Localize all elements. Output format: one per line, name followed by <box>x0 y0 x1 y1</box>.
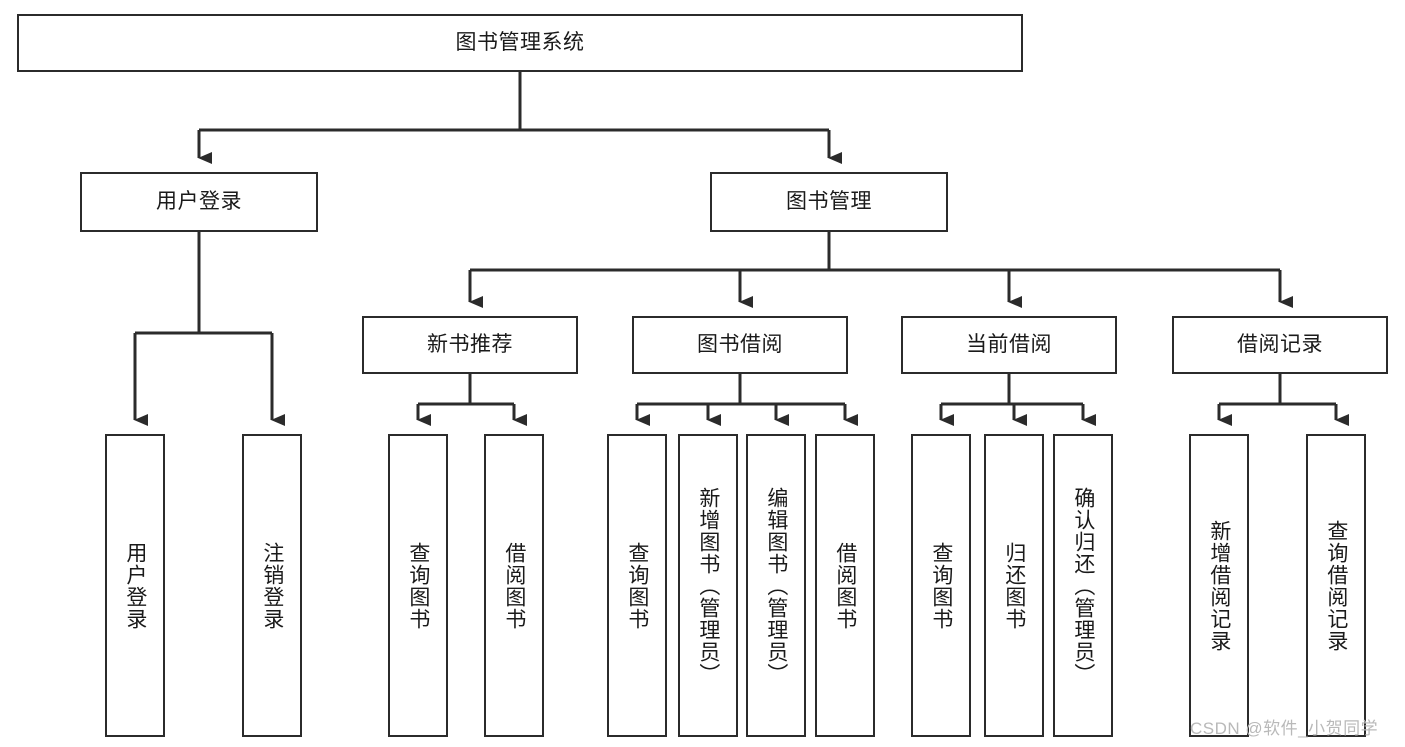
node-leaf-query-book-rec[interactable]: 查询图书 <box>388 434 448 737</box>
csdn-watermark: CSDN @软件_小贺同学 <box>1190 719 1379 738</box>
node-leaf-add-record[interactable]: 新增借阅记录 <box>1189 434 1249 737</box>
node-leaf-borrow-book-b-label: 借阅图书 <box>833 541 857 630</box>
node-leaf-add-book-label: 新增图书（管理员） <box>696 486 720 685</box>
node-book-borrow-label: 图书借阅 <box>697 332 783 356</box>
node-leaf-query-record[interactable]: 查询借阅记录 <box>1306 434 1366 737</box>
node-leaf-query-book-b-label: 查询图书 <box>625 541 649 630</box>
node-leaf-borrow-book-b[interactable]: 借阅图书 <box>815 434 875 737</box>
node-leaf-query-book-c[interactable]: 查询图书 <box>911 434 971 737</box>
node-leaf-query-book-rec-label: 查询图书 <box>406 541 430 630</box>
node-leaf-return-book-label: 归还图书 <box>1002 541 1026 630</box>
node-leaf-user-login[interactable]: 用户登录 <box>105 434 165 737</box>
node-leaf-user-logout[interactable]: 注销登录 <box>242 434 302 737</box>
node-leaf-query-record-label: 查询借阅记录 <box>1324 519 1348 652</box>
node-borrow-record[interactable]: 借阅记录 <box>1172 316 1388 374</box>
node-leaf-query-book-c-label: 查询图书 <box>929 541 953 630</box>
node-root-label: 图书管理系统 <box>455 30 585 54</box>
node-root[interactable]: 图书管理系统 <box>17 14 1023 72</box>
node-leaf-return-book[interactable]: 归还图书 <box>984 434 1044 737</box>
node-leaf-query-book-b[interactable]: 查询图书 <box>607 434 667 737</box>
node-book-borrow[interactable]: 图书借阅 <box>632 316 848 374</box>
node-user-login[interactable]: 用户登录 <box>80 172 318 232</box>
node-leaf-borrow-book-rec-label: 借阅图书 <box>502 541 526 630</box>
node-user-login-label: 用户登录 <box>156 189 242 213</box>
node-new-book-rec[interactable]: 新书推荐 <box>362 316 578 374</box>
node-leaf-edit-book[interactable]: 编辑图书（管理员） <box>746 434 806 737</box>
node-current-borrow[interactable]: 当前借阅 <box>901 316 1117 374</box>
node-leaf-add-book[interactable]: 新增图书（管理员） <box>678 434 738 737</box>
node-leaf-user-login-label: 用户登录 <box>123 541 147 630</box>
node-leaf-edit-book-label: 编辑图书（管理员） <box>764 486 788 685</box>
node-leaf-add-record-label: 新增借阅记录 <box>1207 519 1231 652</box>
node-leaf-confirm-return-label: 确认归还（管理员） <box>1071 486 1095 685</box>
node-leaf-confirm-return[interactable]: 确认归还（管理员） <box>1053 434 1113 737</box>
node-book-manage-label: 图书管理 <box>786 189 872 213</box>
node-new-book-rec-label: 新书推荐 <box>427 332 513 356</box>
node-leaf-user-logout-label: 注销登录 <box>260 541 284 630</box>
node-leaf-borrow-book-rec[interactable]: 借阅图书 <box>484 434 544 737</box>
node-borrow-record-label: 借阅记录 <box>1237 332 1323 356</box>
node-current-borrow-label: 当前借阅 <box>966 332 1052 356</box>
node-book-manage[interactable]: 图书管理 <box>710 172 948 232</box>
